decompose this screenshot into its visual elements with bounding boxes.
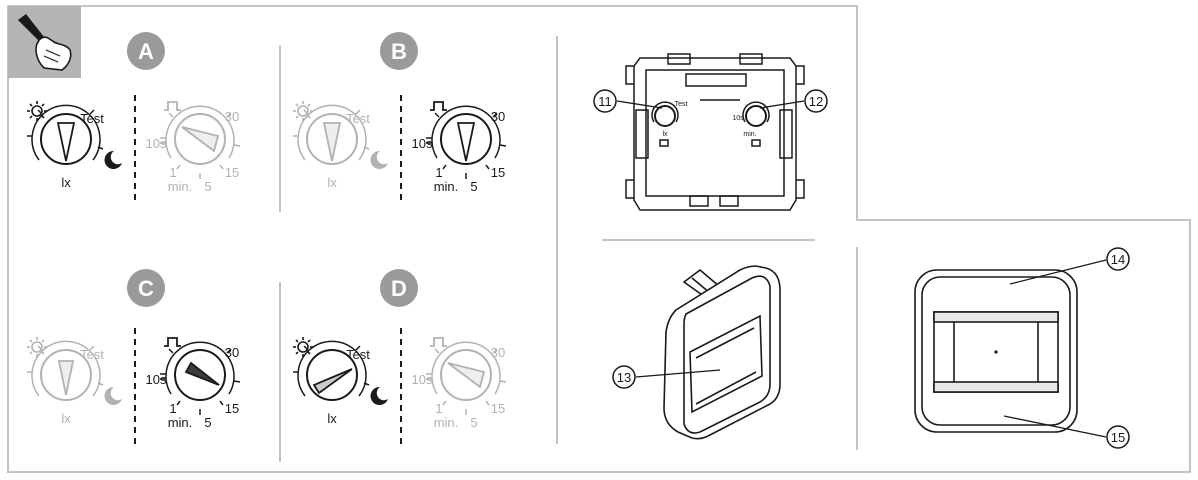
- svg-text:10s: 10s: [412, 136, 433, 151]
- lux-dial-c: Test lx: [26, 336, 123, 426]
- svg-text:5: 5: [204, 179, 211, 194]
- svg-text:12: 12: [809, 94, 823, 109]
- svg-text:Test: Test: [80, 347, 104, 362]
- svg-text:min.: min.: [743, 131, 756, 138]
- time-dial-c: 30 10s 1 15 min. 5: [146, 337, 241, 430]
- svg-text:30: 30: [491, 345, 505, 360]
- svg-text:30: 30: [491, 109, 505, 124]
- panel-dividers: [279, 36, 858, 462]
- svg-text:5: 5: [204, 415, 211, 430]
- insert-module: [625, 53, 805, 211]
- sensor-perspective: [663, 265, 781, 440]
- svg-text:lx: lx: [327, 411, 337, 426]
- panel-badge-c: C: [127, 269, 165, 307]
- svg-text:A: A: [138, 39, 154, 64]
- svg-text:5: 5: [470, 179, 477, 194]
- svg-text:14: 14: [1111, 252, 1125, 267]
- panel-badge-b: B: [380, 32, 418, 70]
- time-pointer-b: [456, 122, 476, 162]
- svg-text:1: 1: [435, 401, 442, 416]
- svg-text:1: 1: [169, 401, 176, 416]
- time-dial-b: 30 10s 1 15 min. 5: [412, 101, 507, 194]
- svg-text:13: 13: [617, 370, 631, 385]
- svg-text:10s: 10s: [412, 372, 433, 387]
- svg-text:1: 1: [435, 165, 442, 180]
- lux-dial-b: Test lx: [292, 100, 389, 190]
- svg-text:10s: 10s: [732, 115, 744, 122]
- lux-pointer-c: [57, 360, 75, 396]
- svg-text:10s: 10s: [146, 136, 167, 151]
- svg-text:min.: min.: [434, 415, 459, 430]
- hand-screwdriver-icon: [8, 6, 81, 78]
- lux-pointer-d: [312, 368, 353, 395]
- svg-text:Test: Test: [346, 347, 370, 362]
- svg-text:15: 15: [225, 165, 239, 180]
- panel-frame: [7, 5, 1191, 473]
- time-pointer-d: [447, 362, 486, 389]
- svg-text:15: 15: [491, 165, 505, 180]
- svg-text:Test: Test: [80, 111, 104, 126]
- lux-dial-a: Test lx: [26, 100, 123, 190]
- svg-text:30: 30: [225, 345, 239, 360]
- callout-11: 11: [593, 89, 663, 113]
- svg-text:C: C: [138, 276, 154, 301]
- svg-text:lx: lx: [61, 411, 71, 426]
- time-dial-d: 30 10s 1 15 min. 5: [412, 337, 507, 430]
- svg-text:15: 15: [491, 401, 505, 416]
- svg-text:lx: lx: [327, 175, 337, 190]
- svg-text:Test: Test: [675, 101, 688, 108]
- svg-text:min.: min.: [434, 179, 459, 194]
- callout-15: 15: [1003, 415, 1130, 449]
- panel-badge-a: A: [127, 32, 165, 70]
- svg-text:min.: min.: [168, 415, 193, 430]
- svg-text:D: D: [391, 276, 407, 301]
- svg-text:1: 1: [169, 165, 176, 180]
- dial-separators: [134, 95, 402, 445]
- time-pointer-a: [181, 126, 220, 153]
- callout-12: 12: [759, 89, 828, 113]
- svg-text:Test: Test: [346, 111, 370, 126]
- callout-13: 13: [612, 365, 721, 389]
- svg-text:15: 15: [225, 401, 239, 416]
- svg-text:30: 30: [225, 109, 239, 124]
- lux-dial-d: Test lx: [292, 336, 389, 426]
- time-dial-a: 30 10s 1 15 min. 5: [146, 101, 241, 194]
- svg-text:lx: lx: [662, 131, 668, 138]
- sensor-front: [914, 269, 1078, 433]
- lux-pointer-a: [56, 122, 76, 162]
- svg-text:min.: min.: [168, 179, 193, 194]
- svg-text:15: 15: [1111, 430, 1125, 445]
- svg-text:10s: 10s: [146, 372, 167, 387]
- callout-14: 14: [1009, 247, 1130, 285]
- svg-text:11: 11: [598, 94, 612, 109]
- svg-text:lx: lx: [61, 175, 71, 190]
- panel-badge-d: D: [380, 269, 418, 307]
- lux-pointer-b: [322, 122, 342, 162]
- svg-text:B: B: [391, 39, 407, 64]
- svg-text:5: 5: [470, 415, 477, 430]
